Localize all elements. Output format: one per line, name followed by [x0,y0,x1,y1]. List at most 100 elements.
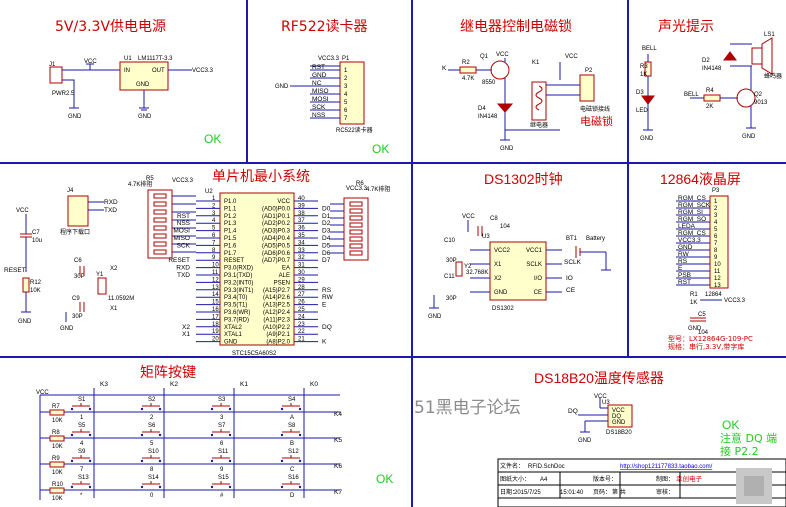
svg-text:第 共: 第 共 [612,488,626,496]
tb-file: RFID.SchDoc [528,464,565,470]
p3-pin-label: VCC3.3 [678,237,701,244]
key-character: * [80,493,83,499]
u2-right-net: RW [322,294,334,301]
svg-text:2K: 2K [706,104,713,110]
svg-text:X2: X2 [110,266,118,272]
svg-text:VCC3.3: VCC3.3 [318,56,340,62]
svg-text:OUT: OUT [152,68,165,74]
svg-text:R3: R3 [640,64,648,70]
ds18b20-ok: OK [722,418,739,432]
lcd-title: 12864液晶屏 [660,171,741,187]
p3-pin-number: 6 [714,234,718,240]
key-switch-label: S10 [148,449,159,455]
svg-text:R1: R1 [690,292,698,298]
key-character: B [290,441,294,447]
u2-left-net: SCK [177,242,191,249]
u2-left-pin-number: 3 [212,211,216,217]
p1-pin-label: GND [312,72,327,79]
u2-right-pin-number: 33 [298,248,305,254]
key-character: # [220,493,224,499]
u2-left-pin-number: 16 [212,307,219,313]
u2-left-pin-number: 2 [212,203,216,209]
svg-text:4.7K排阻: 4.7K排阻 [128,180,152,188]
svg-text:C5: C5 [698,312,706,318]
u2-part: STC15C5A60S2 [232,351,277,357]
key-switch-label: S6 [148,423,156,429]
u2-left-pin-number: 12 [212,277,219,283]
svg-text:文件名：: 文件名： [500,462,524,470]
p3-pin-label: RGM_SI [678,209,703,216]
svg-text:GND: GND [136,82,150,88]
u2-right-pin-number: 21 [298,337,305,343]
key-switch-label: S1 [78,397,86,403]
svg-text:30P: 30P [74,274,85,280]
svg-text:VCC: VCC [496,52,509,58]
u2-left-pin-number: 5 [212,226,216,232]
key-switch-label: S16 [288,475,299,481]
keypad-col-net: K0 [310,381,318,388]
u2-left-pin: P3.4(T0) [224,295,247,301]
u2-right-pin-number: 34 [298,240,305,246]
u2-left-pin-number: 20 [212,337,219,343]
svg-text:DQ: DQ [612,414,621,420]
svg-text:GND: GND [688,326,702,332]
u2-left-pin-number: 18 [212,322,219,328]
svg-text:VCC: VCC [462,214,475,220]
svg-text:R4: R4 [706,88,714,94]
svg-text:VCC3.3: VCC3.3 [172,178,194,184]
vcc-label-power: VCC [84,59,97,65]
svg-text:GND: GND [578,438,592,444]
svg-text:电磁锁接线: 电磁锁接线 [580,105,610,113]
keypad-circuit: VCC R710KK4S11S22S33S4AR810KK5S54S65S76S… [36,381,342,502]
svg-text:SCLK: SCLK [564,259,582,266]
svg-text:继电器: 继电器 [530,121,548,129]
u2-right-pin: (AD5)P0.5 [262,243,291,249]
r5-resistor-pack [147,189,173,259]
key-switch-label: S11 [218,449,229,455]
svg-text:图纸大小：: 图纸大小： [500,475,530,483]
svg-text:IN4148: IN4148 [478,114,498,120]
p1-pin-label: NSS [312,112,326,119]
u2-left-pin-number: 8 [212,248,216,254]
p3-pin-label: RGM_CS [678,230,706,237]
ds1302-title: DS1302时钟 [484,171,563,187]
p3-pin-label: GND [678,244,693,251]
u2-left-pin: P3.6(WR) [224,310,250,316]
svg-text:32.768K: 32.768K [466,270,488,276]
svg-text:12864: 12864 [705,292,722,298]
u2-right-net: D7 [322,257,331,264]
u1-part: LM1117T-3.3 [138,56,173,62]
keypad-row-resistor: R9 [52,456,60,462]
keypad-row-resistor-value: 10K [52,444,63,450]
u2-right-net: DQ [322,324,332,331]
u2-right-pin-number: 25 [298,307,305,313]
svg-text:RESET: RESET [4,267,26,274]
r6-resistor-pack [343,197,369,261]
u2-left-pin-number: 10 [212,263,219,269]
key-switch-label: S13 [78,475,89,481]
svg-text:D3: D3 [636,90,644,96]
p3-pin-number: 4 [714,220,718,226]
u2-left-pin: GND [224,340,238,346]
sound-light-circuit: BELL R3 1K D3 LED GND BELL R4 2K Q2 9013… [636,32,782,142]
u2-left-pin-number: 13 [212,285,219,291]
forum-watermark: 51黑电子论坛 [414,398,521,418]
u2-left-net: NSS [177,220,191,227]
u2-left-net: RXD [176,265,190,272]
p1-pin-label: MISO [312,88,329,95]
svg-text:IN4148: IN4148 [702,66,722,72]
svg-text:LS1: LS1 [764,32,775,38]
key-switch-label: S12 [288,449,299,455]
u2-left-pin: P3.7(RD) [224,317,249,323]
u2-right-pin: (A13)P2.5 [263,303,291,309]
p3-pin-label: RGM_SCK [678,202,711,209]
u2-right-pin: (AD6)P0.6 [262,251,291,257]
key-character: 1 [80,415,84,421]
svg-text:IO: IO [566,275,573,282]
u2-left-pin: XTAL1 [224,332,243,338]
svg-text:J4: J4 [67,188,74,194]
u2-left-net: MISO [173,235,190,242]
tb-shop-link[interactable]: http://shop121177833.taobao.com/ [620,464,713,470]
u3-left-pin: VCC2 [494,248,511,254]
